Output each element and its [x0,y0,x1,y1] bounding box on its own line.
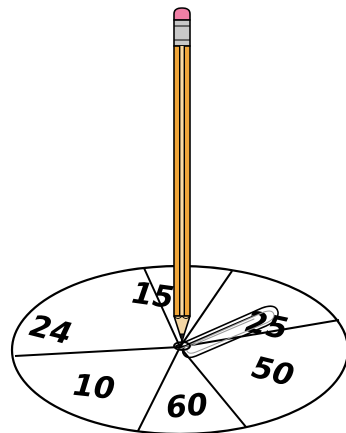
sector-number-10: 10 [71,368,116,407]
pencil-eraser [174,8,190,20]
pencil-icon [174,8,190,344]
sector-number-60: 60 [165,387,210,426]
pencil-ferrule [174,20,190,46]
sector-number-15: 15 [130,276,176,316]
